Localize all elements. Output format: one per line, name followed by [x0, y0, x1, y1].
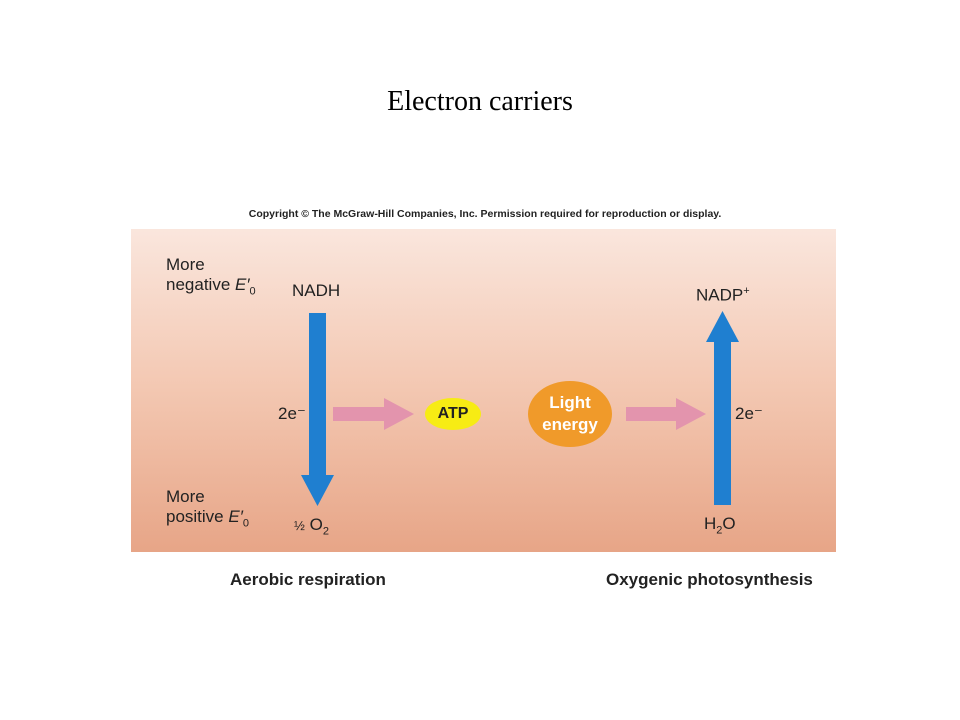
respiration-down-arrow: [301, 313, 334, 506]
light-energy-oval: Light energy: [528, 381, 612, 447]
electrons-left-label: 2e⁻: [278, 404, 306, 423]
nadh-label: NADH: [292, 281, 341, 300]
light-flow-arrow: [626, 398, 706, 430]
more-negative-label: More negative E′0: [166, 255, 256, 298]
more-positive-label: More positive E′0: [166, 487, 250, 530]
slide-title: Electron carriers: [387, 86, 573, 117]
atp-oval: ATP: [425, 398, 481, 430]
oxygenic-photosynthesis-caption: Oxygenic photosynthesis: [606, 570, 813, 589]
atp-flow-arrow: [333, 398, 414, 430]
h2o-label: H2O: [704, 514, 736, 537]
copyright-notice: Copyright © The McGraw-Hill Companies, I…: [248, 208, 722, 220]
nadp-plus-label: NADP+: [696, 285, 750, 305]
photosynthesis-up-arrow: [706, 311, 739, 505]
half-o2-label: ½ O2: [294, 515, 329, 538]
aerobic-respiration-caption: Aerobic respiration: [230, 570, 386, 589]
electrons-right-label: 2e⁻: [735, 404, 763, 423]
light-energy-label: Light energy: [542, 393, 598, 434]
atp-label: ATP: [437, 405, 469, 422]
